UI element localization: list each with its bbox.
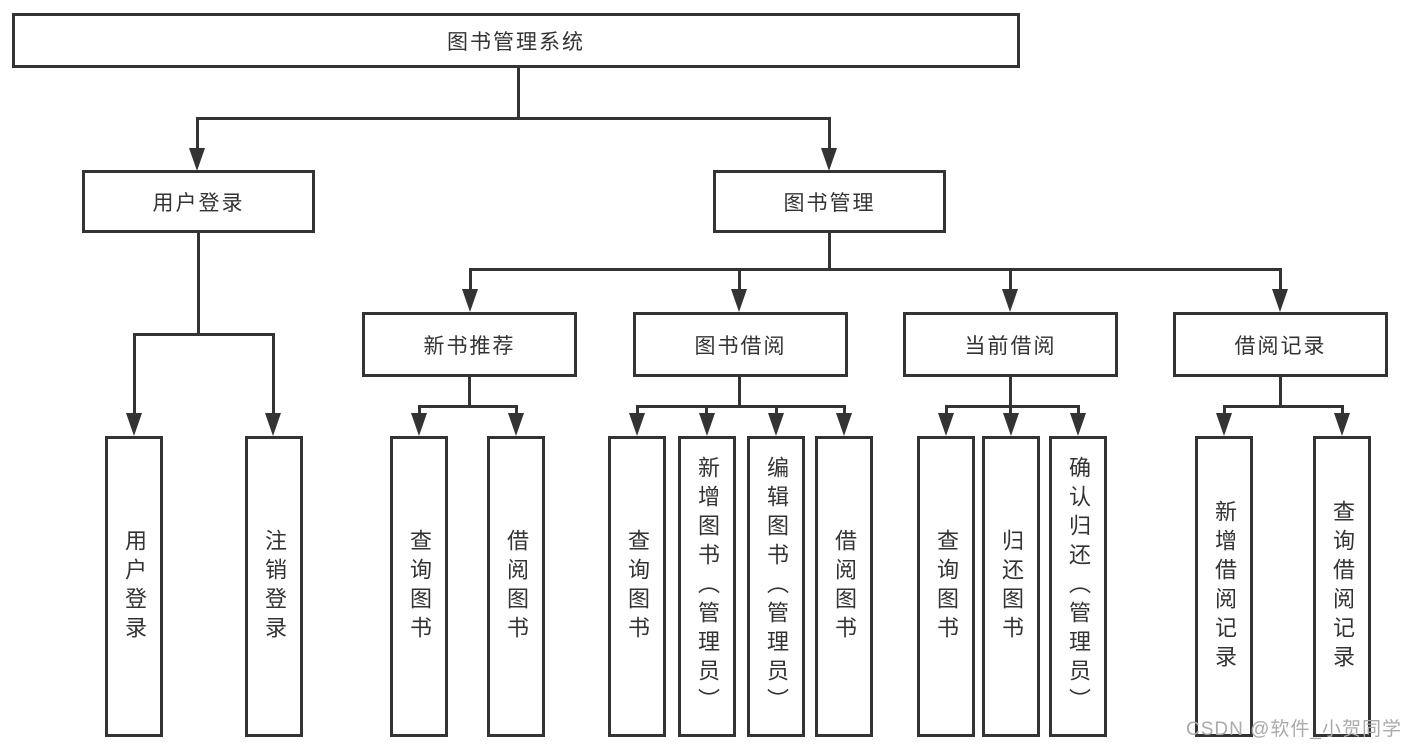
node-leaf-borrow-books-1: 借阅图书 [487,436,545,737]
connector-line [197,233,200,335]
node-label: 查询图书 [625,528,650,645]
node-label: 用户登录 [122,528,147,645]
csdn-watermark: CSDN @软件_小贺同学 [1186,719,1402,740]
connector-line [515,405,518,417]
connector-line [828,233,831,271]
arrow-down-icon [731,289,747,312]
connector-line [1223,405,1344,408]
arrow-down-icon [189,148,205,171]
node-label: 新增借阅记录 [1212,499,1237,674]
node-new-book-recommendation: 新书推荐 [362,312,577,377]
connector-line [945,405,1080,408]
node-leaf-user-login: 用户登录 [105,436,163,737]
connector-line [272,333,275,415]
connector-line [636,405,846,408]
connector-line [1077,405,1080,417]
node-label: 借阅图书 [832,528,857,645]
connector-line [196,117,199,151]
node-book-management: 图书管理 [713,170,946,233]
arrow-down-icon [1272,289,1288,312]
arrow-down-icon [508,413,524,436]
arrow-down-icon [699,413,715,436]
arrow-down-icon [126,413,142,436]
connector-line [1279,268,1282,292]
connector-line [468,377,471,407]
connector-line [828,117,831,151]
connector-line [469,268,1281,271]
node-leaf-query-borrow-record: 查询借阅记录 [1313,436,1371,737]
node-label: 确认归还（管理员） [1066,456,1091,717]
node-library-management-system: 图书管理系统 [12,13,1020,68]
connector-line [738,268,741,292]
arrow-down-icon [1002,289,1018,312]
connector-line [469,268,472,292]
node-leaf-query-books-1: 查询图书 [390,436,448,737]
node-label: 归还图书 [999,528,1024,645]
node-label: 查询图书 [407,528,432,645]
node-leaf-return-books: 归还图书 [982,436,1040,737]
connector-line [1009,405,1012,417]
arrow-down-icon [1003,413,1019,436]
connector-line [1223,405,1226,417]
node-user-login: 用户登录 [82,170,315,233]
arrow-down-icon [1216,413,1232,436]
connector-line [636,405,639,417]
connector-line [738,377,741,407]
connector-line [705,405,708,417]
connector-line [1279,377,1282,407]
arrow-down-icon [629,413,645,436]
connector-line [775,405,778,417]
arrow-down-icon [462,289,478,312]
arrow-down-icon [265,413,281,436]
connector-line [1341,405,1344,417]
node-leaf-add-books-admin: 新增图书（管理员） [678,436,736,737]
connector-line [517,68,520,119]
connector-line [133,333,275,336]
node-borrowing-records: 借阅记录 [1173,312,1388,377]
node-current-borrowing: 当前借阅 [903,312,1118,377]
node-label: 编辑图书（管理员） [764,456,789,717]
connector-line [418,405,518,408]
node-label: 借阅图书 [504,528,529,645]
node-leaf-confirm-return-admin: 确认归还（管理员） [1049,436,1107,737]
arrow-down-icon [938,413,954,436]
connector-line [1009,377,1012,407]
connector-line [1009,268,1012,292]
arrow-down-icon [768,413,784,436]
connector-line [133,333,136,415]
node-leaf-query-books-2: 查询图书 [608,436,666,737]
connector-line [843,405,846,417]
node-label: 注销登录 [262,528,287,645]
arrow-down-icon [1334,413,1350,436]
arrow-down-icon [821,148,837,171]
node-leaf-borrow-books-2: 借阅图书 [815,436,873,737]
node-leaf-add-borrow-record: 新增借阅记录 [1195,436,1253,737]
connector-line [418,405,421,417]
arrow-down-icon [1070,413,1086,436]
node-leaf-edit-books-admin: 编辑图书（管理员） [747,436,805,737]
node-label: 新增图书（管理员） [695,456,720,717]
arrow-down-icon [836,413,852,436]
node-leaf-logout: 注销登录 [245,436,303,737]
node-label: 查询借阅记录 [1330,499,1355,674]
arrow-down-icon [411,413,427,436]
node-book-borrowing: 图书借阅 [633,312,848,377]
connector-line [945,405,948,417]
connector-line [196,117,831,120]
node-leaf-query-books-3: 查询图书 [917,436,975,737]
node-label: 查询图书 [934,528,959,645]
